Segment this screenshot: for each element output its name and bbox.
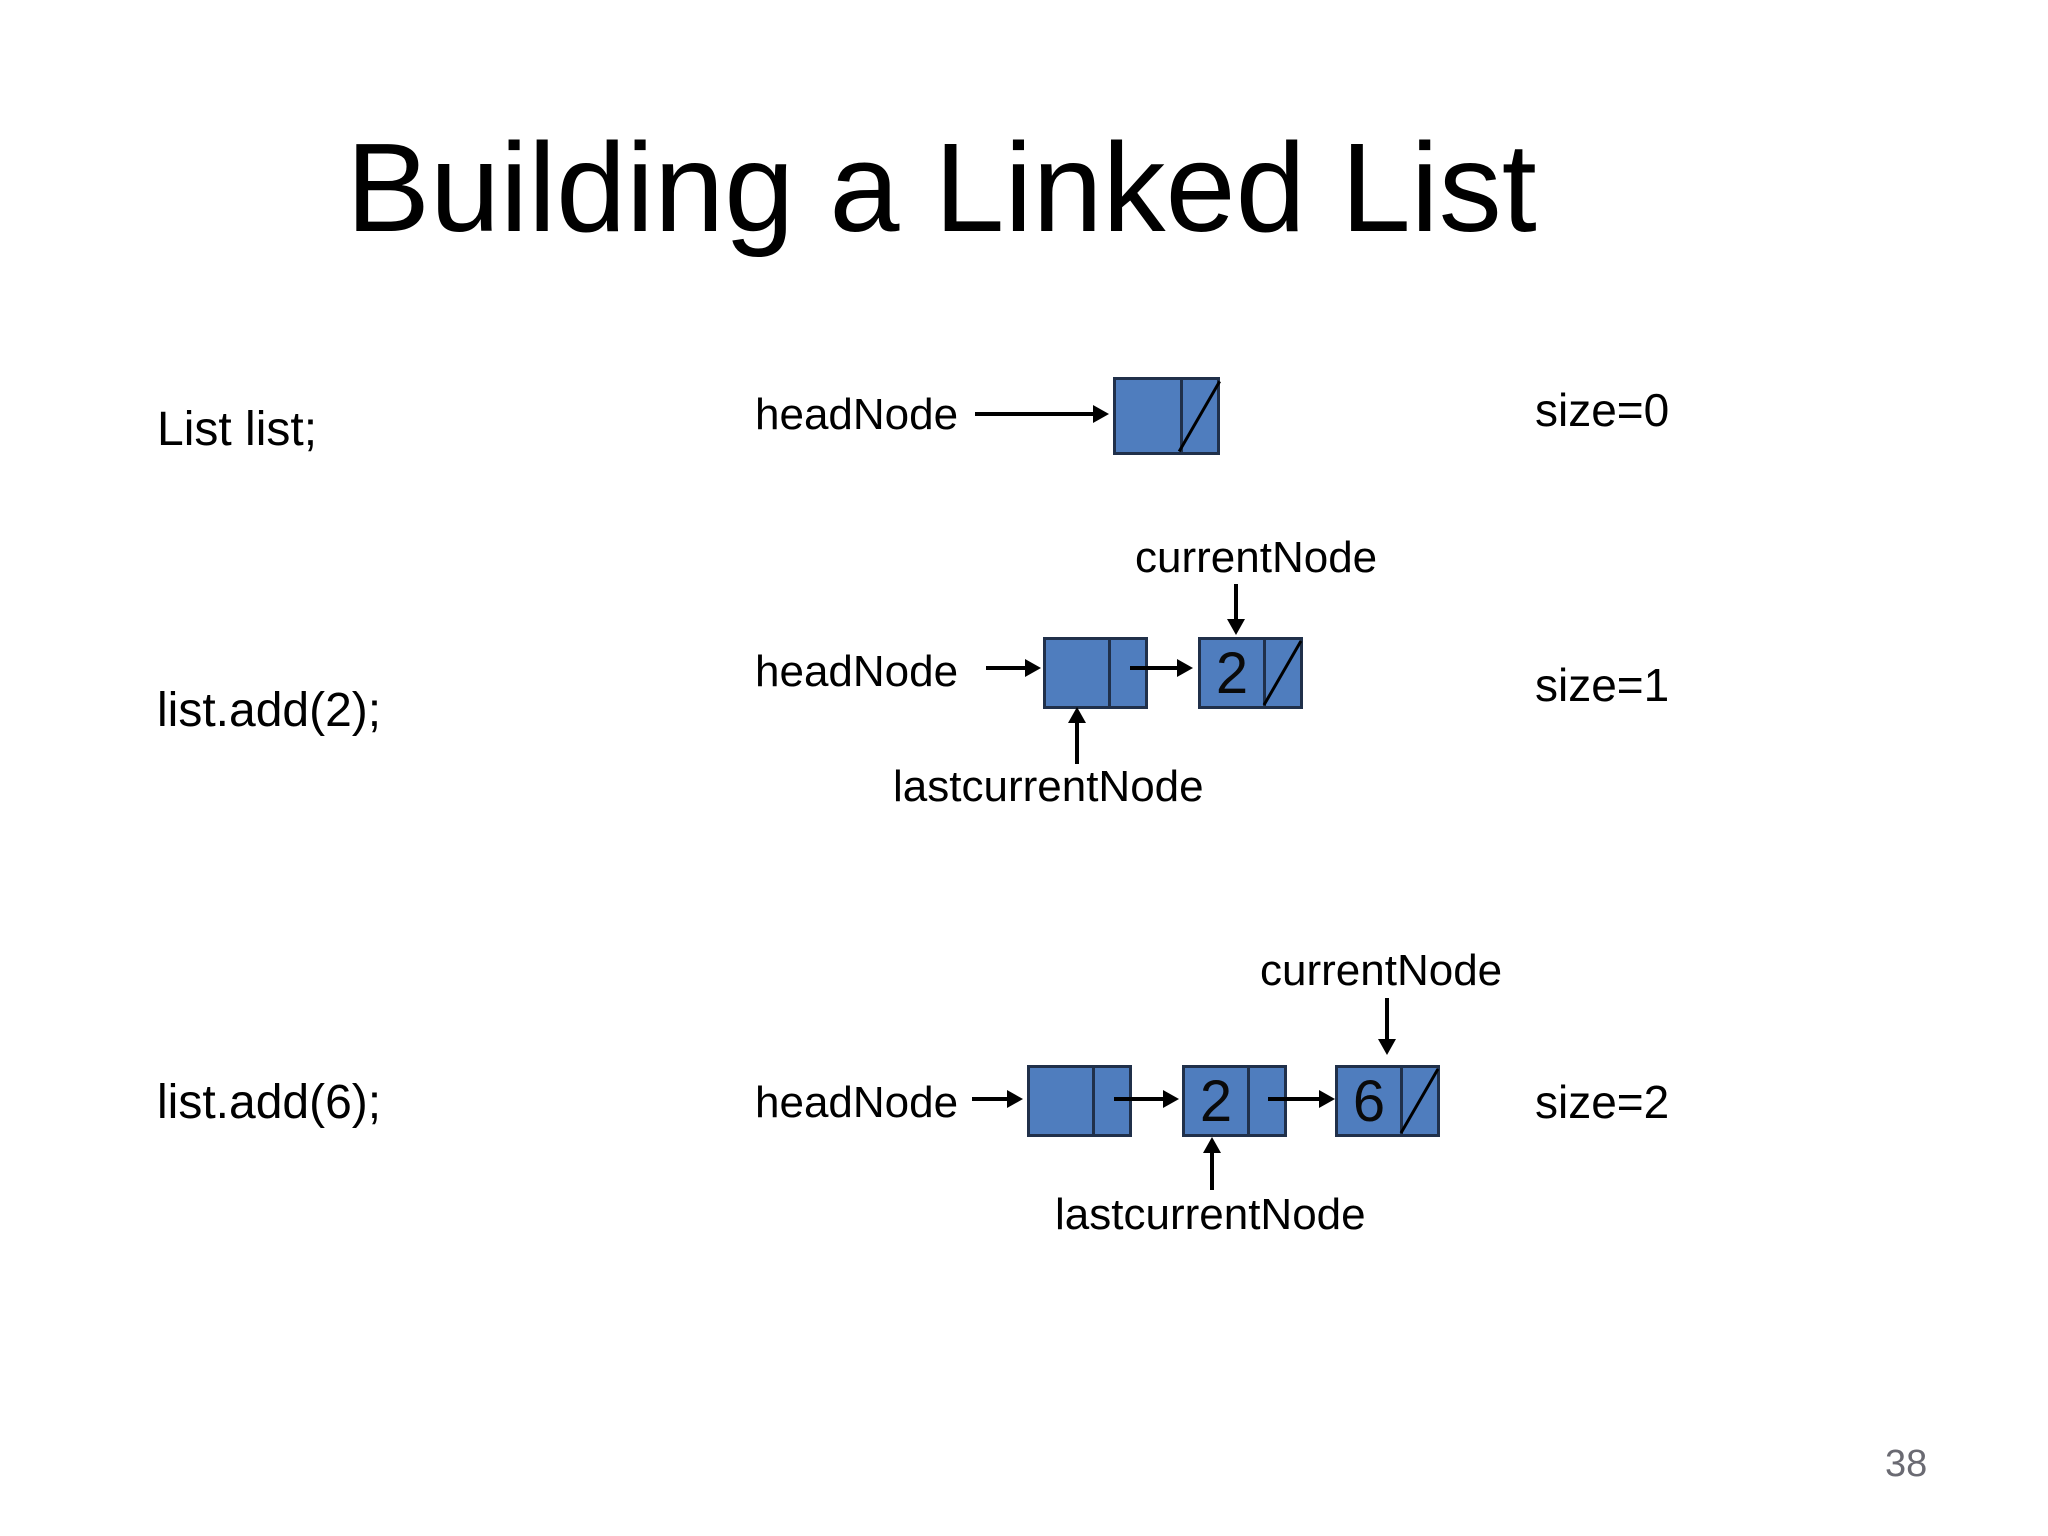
- node-next-cell: [1247, 1068, 1284, 1134]
- arrowhead-icon: [1177, 659, 1193, 677]
- node-box-row2-value2: 2: [1198, 637, 1303, 709]
- arrowhead-icon: [1203, 1137, 1221, 1153]
- arrowhead-icon: [1163, 1090, 1179, 1108]
- headnode-label-row1: headNode: [755, 390, 959, 439]
- arrowhead-icon: [1093, 405, 1109, 423]
- node-data-cell: 2: [1215, 640, 1249, 706]
- node-data-cell: 2: [1199, 1068, 1233, 1134]
- size-label-row1: size=0: [1535, 384, 1670, 436]
- node-box-row2-head: [1043, 637, 1148, 709]
- node-box-row3-value2: 2: [1182, 1065, 1287, 1137]
- code-line-add2: list.add(2);: [157, 684, 382, 737]
- arrowhead-icon: [1068, 707, 1086, 723]
- next-pointer-arrow-row3a: [1114, 1090, 1179, 1108]
- page-number: 38: [1885, 1443, 1928, 1485]
- lastcurrentnode-label-row3: lastcurrentNode: [1055, 1190, 1366, 1239]
- currentnode-down-arrow-row3: [1378, 998, 1396, 1055]
- currentnode-label-row3: currentNode: [1260, 946, 1503, 995]
- next-pointer-arrow-row2: [1130, 659, 1193, 677]
- null-slash-icon: [1399, 1068, 1440, 1134]
- currentnode-down-arrow-row2: [1227, 584, 1245, 635]
- node-next-cell: [1262, 640, 1303, 706]
- slide-title: Building a Linked List: [346, 117, 1537, 258]
- node-data-cell: [1030, 1068, 1092, 1134]
- node-box-row1-head: [1113, 377, 1221, 455]
- headnode-pointer-arrow-row3: [972, 1090, 1023, 1108]
- null-slash-icon: [1178, 380, 1221, 452]
- null-slash-icon: [1262, 640, 1303, 706]
- next-pointer-arrow-row3b: [1268, 1090, 1335, 1108]
- node-next-cell: [1092, 1068, 1129, 1134]
- node-data-cell: [1116, 380, 1180, 452]
- arrowhead-icon: [1227, 619, 1245, 635]
- code-line-add6: list.add(6);: [157, 1076, 382, 1129]
- arrowhead-icon: [1319, 1090, 1335, 1108]
- node-data-cell: [1046, 640, 1108, 706]
- node-box-row3-value6: 6: [1335, 1065, 1440, 1137]
- arrowhead-icon: [1007, 1090, 1023, 1108]
- node-box-row3-head: [1027, 1065, 1132, 1137]
- arrowhead-icon: [1025, 659, 1041, 677]
- node-next-cell: [1178, 380, 1221, 452]
- node-data-cell: 6: [1352, 1068, 1386, 1134]
- node-next-cell: [1399, 1068, 1440, 1134]
- size-label-row2: size=1: [1535, 659, 1670, 711]
- lastcurrentnode-up-arrow-row3: [1203, 1137, 1221, 1190]
- headnode-pointer-arrow-row2: [986, 659, 1041, 677]
- currentnode-label-row2: currentNode: [1135, 533, 1378, 582]
- headnode-label-row3: headNode: [755, 1078, 959, 1127]
- lastcurrentnode-up-arrow-row2: [1068, 707, 1086, 764]
- arrowhead-icon: [1378, 1039, 1396, 1055]
- size-label-row3: size=2: [1535, 1076, 1670, 1128]
- lastcurrentnode-label-row2: lastcurrentNode: [893, 762, 1204, 811]
- headnode-pointer-arrow-row1: [975, 405, 1109, 423]
- headnode-label-row2: headNode: [755, 647, 959, 696]
- code-line-declare: List list;: [157, 403, 318, 456]
- node-next-cell: [1108, 640, 1145, 706]
